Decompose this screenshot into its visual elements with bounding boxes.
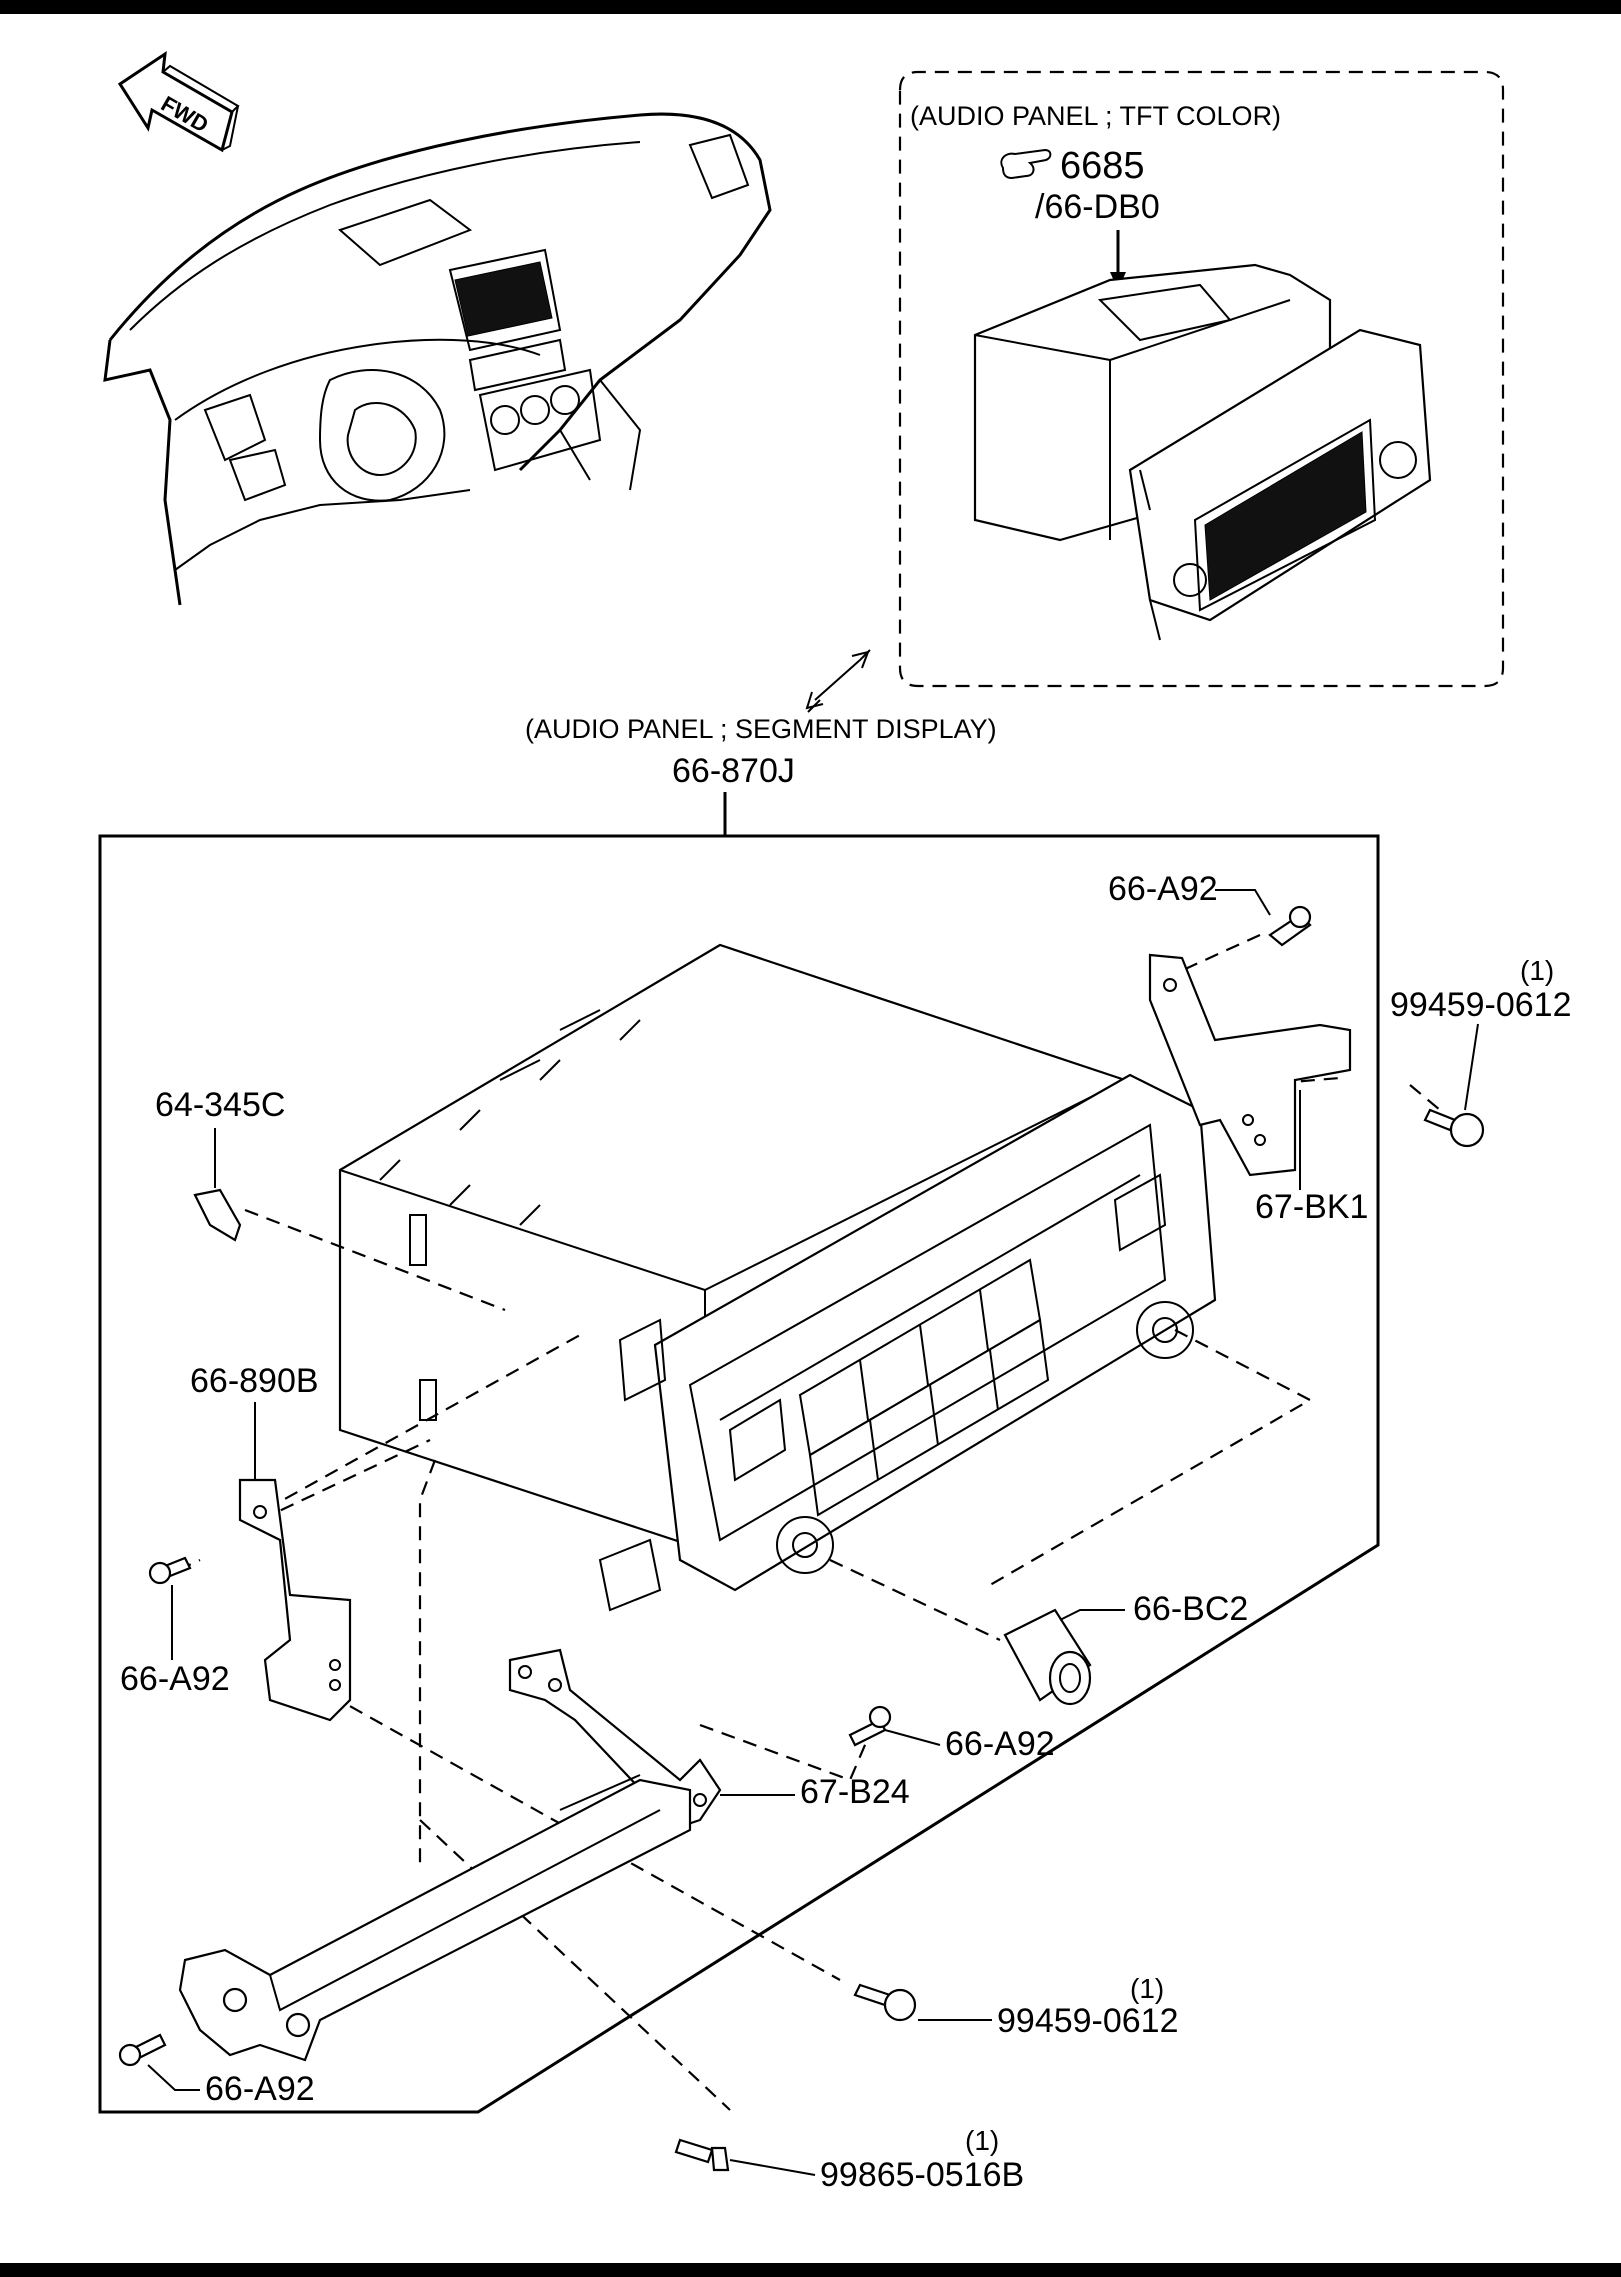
bolt-bottom — [853, 1983, 917, 2022]
callout-knob: 66-BC2 — [1133, 1590, 1248, 1628]
screw-left — [148, 1556, 192, 1585]
callout-bracket-right: 67-BK1 — [1255, 1188, 1368, 1226]
callout-screw-mid: 66-A92 — [945, 1725, 1055, 1763]
knob-66-bc2 — [1003, 1608, 1092, 1706]
callout-bracket-left: 66-890B — [190, 1362, 319, 1400]
segment-panel-title: (AUDIO PANEL ; SEGMENT DISPLAY) — [525, 714, 997, 744]
callout-bolt-bottom: 99459-0612 — [997, 2002, 1179, 2040]
callout-screw-bottom-left: 66-A92 — [205, 2070, 315, 2108]
tft-head-unit — [973, 263, 1432, 641]
callout-clip: 64-345C — [155, 1086, 285, 1124]
callout-bolt-bottom-qty: (1) — [1130, 1973, 1164, 2004]
clip-64-345c — [193, 1188, 242, 1242]
tft-panel-title: (AUDIO PANEL ; TFT COLOR) — [910, 101, 1281, 131]
screw-mid — [848, 1705, 892, 1747]
callout-bolt-lowest-qty: (1) — [965, 2125, 999, 2156]
callout-bracket-bottom: 67-B24 — [800, 1773, 910, 1811]
bracket-67-b24 — [178, 1648, 722, 2062]
callout-bolt-lowest: 99865-0516B — [820, 2156, 1024, 2194]
tft-ref-number: 6685 — [1060, 145, 1145, 187]
callout-screw-top-right: 66-A92 — [1108, 870, 1218, 908]
tft-color-panel-box: (AUDIO PANEL ; TFT COLOR) 6685 /66-DB0 — [898, 70, 1505, 688]
bolt-lowest — [674, 2138, 730, 2172]
bracket-66-890b — [238, 1478, 352, 1722]
callout-bolt-top-right-qty: (1) — [1520, 955, 1554, 986]
dashboard-illustration — [103, 112, 772, 606]
assembly-frame — [98, 834, 1380, 2114]
segment-panel-part-number: 66-870J — [672, 752, 795, 790]
fwd-label: FWD — [157, 91, 213, 138]
reference-hand-icon — [1000, 148, 1052, 180]
callout-screw-left: 66-A92 — [120, 1660, 230, 1698]
screw-bottom-left — [118, 2033, 167, 2067]
top-border-bar — [0, 0, 1621, 14]
callout-bolt-top-right: 99459-0612 — [1390, 986, 1572, 1024]
segment-head-unit — [338, 943, 1217, 1612]
screw-top-right — [1268, 905, 1312, 947]
alternative-arrow-icon — [805, 649, 871, 713]
tft-ref-code: /66-DB0 — [1035, 188, 1160, 226]
forward-arrow-icon: FWD — [117, 50, 240, 153]
bolt-top-right — [1423, 1108, 1485, 1148]
bracket-67-bk1 — [1148, 953, 1352, 1177]
bottom-border-bar — [0, 2263, 1621, 2277]
